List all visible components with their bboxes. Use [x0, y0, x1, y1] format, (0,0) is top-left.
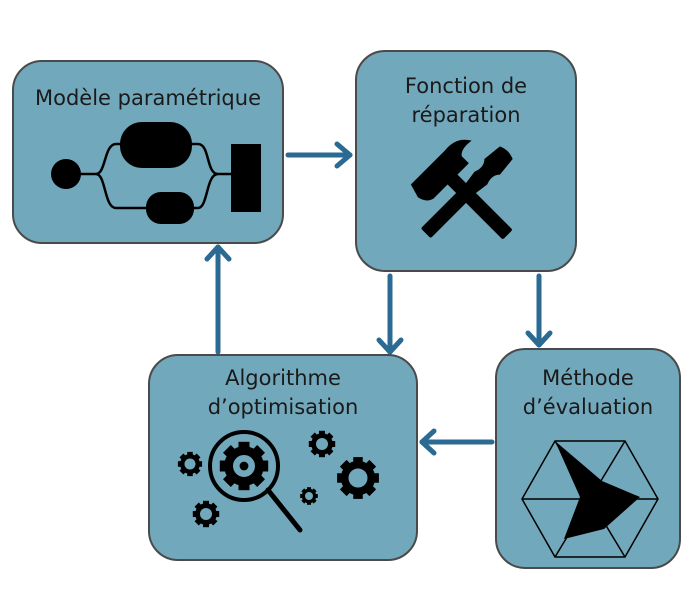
flow-graph-icon — [51, 122, 261, 224]
arrow-fonction-to-methode — [525, 273, 553, 348]
arrow-modele-to-fonction — [285, 141, 353, 169]
arrow-algorithme-to-modele — [204, 244, 232, 355]
hammer-screwdriver-icon — [411, 139, 513, 239]
title-line-2: d’évaluation — [522, 395, 654, 419]
node-methode-evaluation: Méthode d’évaluation — [495, 348, 681, 569]
node-title: Fonction de réparation — [357, 72, 575, 130]
magnifier-gears-icon — [176, 426, 396, 533]
node-title: Modèle paramétrique — [14, 84, 282, 113]
arrow-methode-to-algorithme — [419, 428, 495, 456]
gear-icon — [309, 431, 335, 457]
gear-icon — [298, 485, 320, 507]
title-line-1: Modèle paramétrique — [35, 86, 261, 110]
node-modele-parametrique: Modèle paramétrique — [12, 60, 284, 244]
radar-hexagon-icon — [521, 440, 659, 558]
title-line-1: Fonction de — [404, 74, 528, 98]
node-title: Méthode d’évaluation — [497, 364, 679, 422]
title-line-2: réparation — [411, 103, 521, 127]
node-fonction-reparation: Fonction de réparation — [355, 50, 577, 272]
arrow-fonction-to-algorithme — [376, 273, 404, 355]
title-line-2: d’optimisation — [207, 395, 359, 419]
title-line-1: Méthode — [542, 366, 634, 390]
title-line-1: Algorithme — [225, 366, 341, 390]
node-title: Algorithme d’optimisation — [150, 364, 416, 422]
gear-icon — [193, 501, 219, 527]
node-algorithme-optimisation: Algorithme d’optimisation — [148, 354, 418, 561]
gear-icon — [337, 457, 379, 499]
gear-icon — [178, 452, 202, 476]
